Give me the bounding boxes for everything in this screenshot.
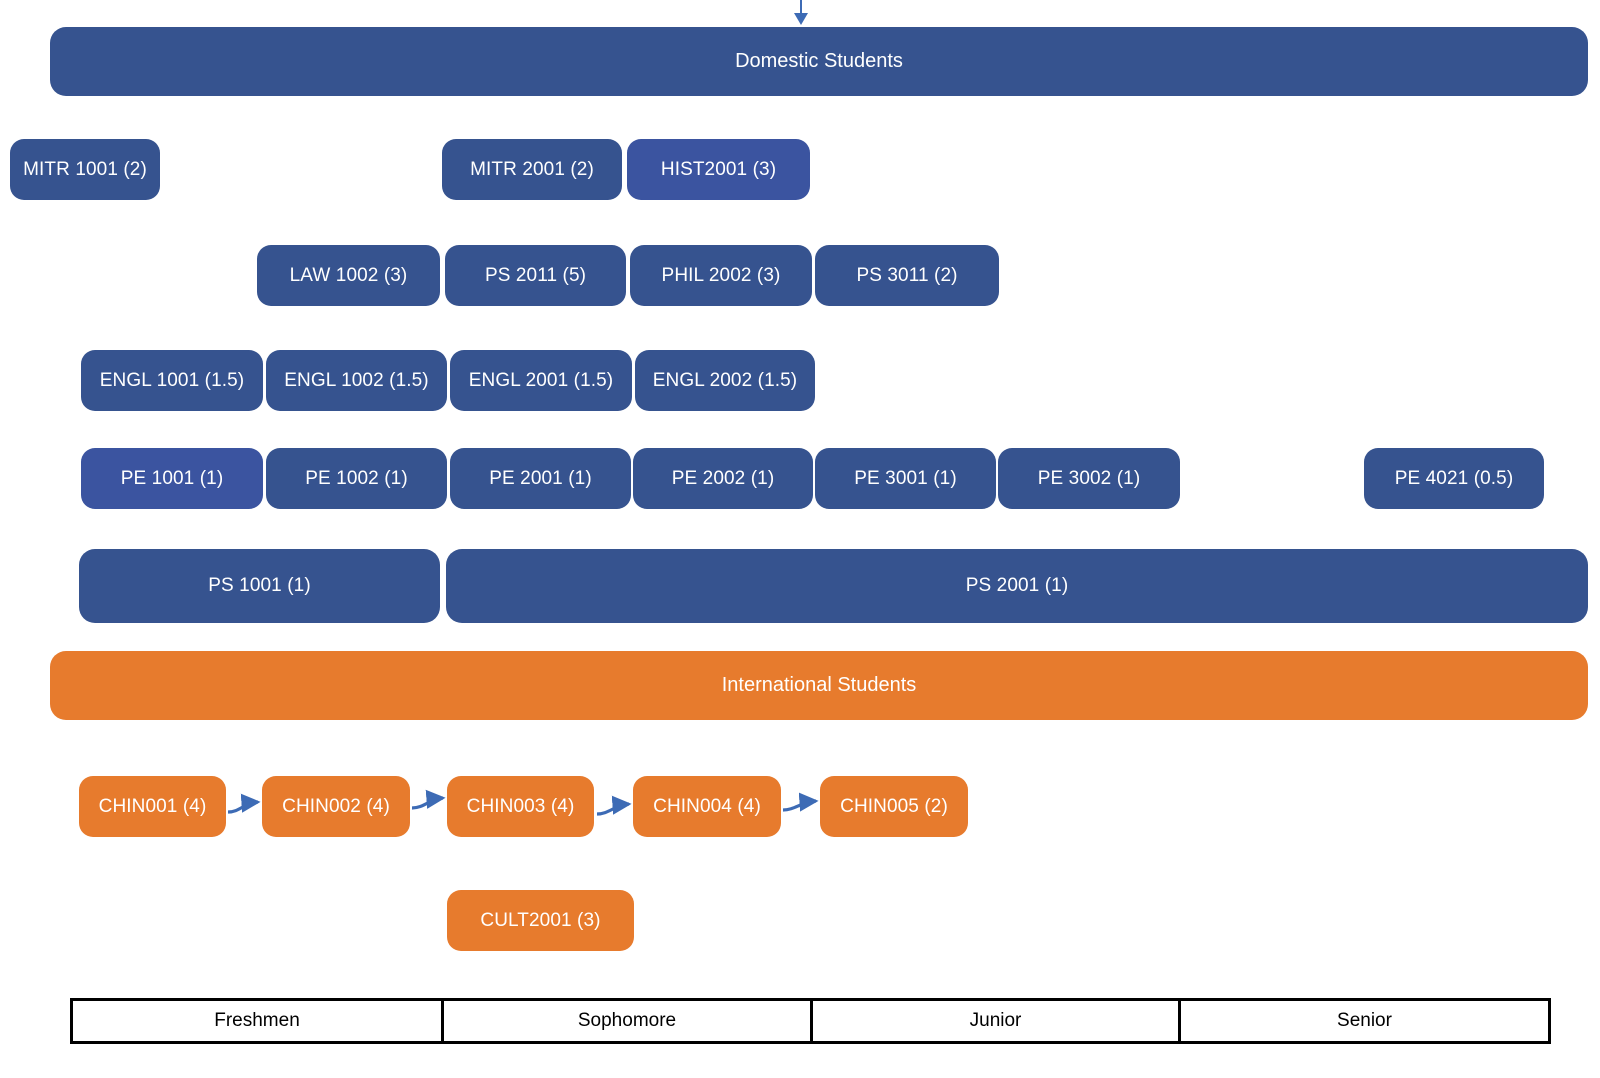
international-students-banner[interactable]: International Students	[50, 651, 1588, 720]
arrow-chin004-to-chin005	[782, 792, 819, 812]
course-label: PE 3001 (1)	[854, 467, 957, 489]
arrow-chin002-to-chin003	[411, 789, 446, 810]
academic-year-strip: Freshmen Sophomore Junior Senior	[70, 998, 1557, 1044]
course-label: LAW 1002 (3)	[289, 264, 408, 286]
course-label: PS 2011 (5)	[484, 264, 587, 286]
course-node-pe-3002[interactable]: PE 3002 (1)	[998, 448, 1180, 509]
course-node-engl-1001[interactable]: ENGL 1001 (1.5)	[81, 350, 263, 411]
course-node-pe-4021[interactable]: PE 4021 (0.5)	[1364, 448, 1544, 509]
year-cell-freshmen[interactable]: Freshmen	[70, 998, 444, 1044]
course-node-mitr-2001[interactable]: MITR 2001 (2)	[442, 139, 622, 200]
course-label: CHIN002 (4)	[282, 795, 390, 817]
course-label: PS 1001 (1)	[208, 575, 311, 597]
course-label: PE 1002 (1)	[305, 467, 408, 489]
course-label: MITR 1001 (2)	[23, 158, 147, 180]
international-students-banner-label: International Students	[721, 674, 917, 696]
course-label: ENGL 1001 (1.5)	[99, 369, 245, 391]
course-label: PE 3002 (1)	[1037, 467, 1141, 489]
course-node-engl-2002[interactable]: ENGL 2002 (1.5)	[635, 350, 815, 411]
year-label: Junior	[969, 1010, 1022, 1031]
year-label: Freshmen	[214, 1010, 300, 1031]
course-node-ps-3011[interactable]: PS 3011 (2)	[815, 245, 999, 306]
course-node-chin004[interactable]: CHIN004 (4)	[633, 776, 781, 837]
course-node-phil-2002[interactable]: PHIL 2002 (3)	[630, 245, 812, 306]
course-label: CULT2001 (3)	[480, 909, 601, 931]
course-node-pe-1001[interactable]: PE 1001 (1)	[81, 448, 263, 509]
course-node-ps-1001[interactable]: PS 1001 (1)	[79, 549, 440, 623]
year-cell-senior[interactable]: Senior	[1178, 998, 1551, 1044]
course-node-hist2001[interactable]: HIST2001 (3)	[627, 139, 810, 200]
course-node-engl-1002[interactable]: ENGL 1002 (1.5)	[266, 350, 447, 411]
course-label: ENGL 2002 (1.5)	[652, 369, 798, 391]
course-node-chin005[interactable]: CHIN005 (2)	[820, 776, 968, 837]
course-node-chin001[interactable]: CHIN001 (4)	[79, 776, 226, 837]
course-node-chin002[interactable]: CHIN002 (4)	[262, 776, 410, 837]
course-node-mitr-1001[interactable]: MITR 1001 (2)	[10, 139, 160, 200]
domestic-students-banner-label: Domestic Students	[735, 50, 903, 72]
course-node-ps-2001[interactable]: PS 2001 (1)	[446, 549, 1588, 623]
arrow-chin001-to-chin002	[227, 793, 261, 814]
course-label: PS 2001 (1)	[965, 575, 1069, 597]
course-label: PE 2002 (1)	[671, 467, 775, 489]
course-node-chin003[interactable]: CHIN003 (4)	[447, 776, 594, 837]
entry-arrow-group	[794, 0, 808, 25]
arrow-chin003-to-chin004	[596, 795, 632, 816]
down-arrow-head-icon	[794, 13, 808, 25]
course-label: PE 2001 (1)	[489, 467, 592, 489]
domestic-students-banner[interactable]: Domestic Students	[50, 27, 1588, 96]
year-cell-sophomore[interactable]: Sophomore	[441, 998, 813, 1044]
course-label: ENGL 2001 (1.5)	[468, 369, 614, 391]
course-node-pe-3001[interactable]: PE 3001 (1)	[815, 448, 996, 509]
course-label: CHIN003 (4)	[466, 795, 575, 817]
course-label: PHIL 2002 (3)	[661, 264, 781, 286]
course-node-ps-2011[interactable]: PS 2011 (5)	[445, 245, 626, 306]
course-node-cult2001[interactable]: CULT2001 (3)	[447, 890, 634, 951]
course-label: PE 4021 (0.5)	[1394, 467, 1514, 489]
course-label: PS 3011 (2)	[856, 264, 958, 286]
year-cell-junior[interactable]: Junior	[810, 998, 1181, 1044]
course-node-pe-1002[interactable]: PE 1002 (1)	[266, 448, 447, 509]
course-label: CHIN001 (4)	[98, 795, 207, 817]
course-label: MITR 2001 (2)	[470, 158, 594, 180]
course-node-engl-2001[interactable]: ENGL 2001 (1.5)	[450, 350, 632, 411]
course-label: HIST2001 (3)	[660, 158, 777, 180]
course-node-pe-2002[interactable]: PE 2002 (1)	[633, 448, 813, 509]
course-label: CHIN005 (2)	[840, 795, 948, 817]
course-label: PE 1001 (1)	[120, 467, 224, 489]
course-node-pe-2001[interactable]: PE 2001 (1)	[450, 448, 631, 509]
year-label: Senior	[1337, 1010, 1392, 1031]
year-label: Sophomore	[577, 1010, 677, 1031]
course-label: ENGL 1002 (1.5)	[284, 369, 429, 391]
course-label: CHIN004 (4)	[653, 795, 761, 817]
course-node-law-1002[interactable]: LAW 1002 (3)	[257, 245, 440, 306]
